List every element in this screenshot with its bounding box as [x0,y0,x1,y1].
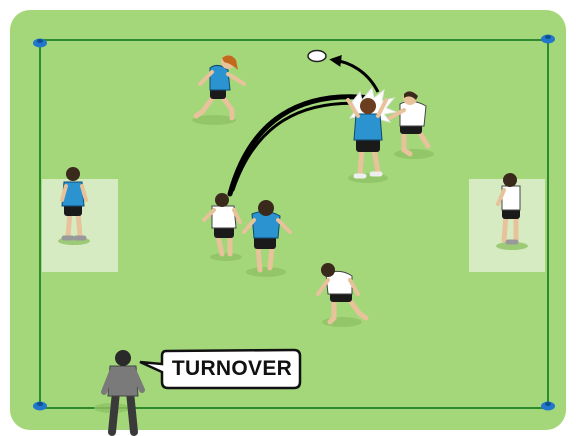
cone-icon [541,402,555,411]
cone-icon [33,39,47,48]
cone-icon [541,35,555,44]
ball-icon [308,51,326,62]
cone-icon [33,402,47,411]
turnover-callout: TURNOVER [166,350,298,388]
